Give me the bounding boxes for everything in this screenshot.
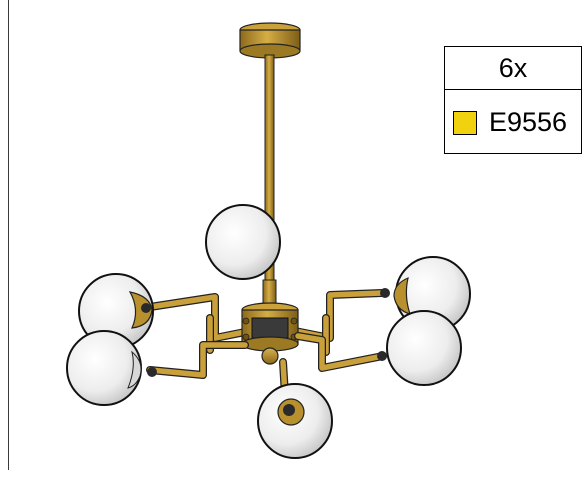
ceiling-canopy xyxy=(239,22,301,59)
part-code: E9556 xyxy=(489,107,568,137)
globe-front-bottom xyxy=(257,383,333,459)
part-row: E9556 xyxy=(445,90,581,155)
margin-rule xyxy=(8,0,9,470)
color-swatch xyxy=(453,110,477,135)
globe-top-center xyxy=(205,204,281,280)
globe-front-left xyxy=(66,330,157,406)
quantity-label: 6x xyxy=(445,47,581,90)
quantity-legend: 6x E9556 xyxy=(444,46,582,154)
globe-front-right xyxy=(377,310,462,386)
central-hub xyxy=(241,302,299,365)
